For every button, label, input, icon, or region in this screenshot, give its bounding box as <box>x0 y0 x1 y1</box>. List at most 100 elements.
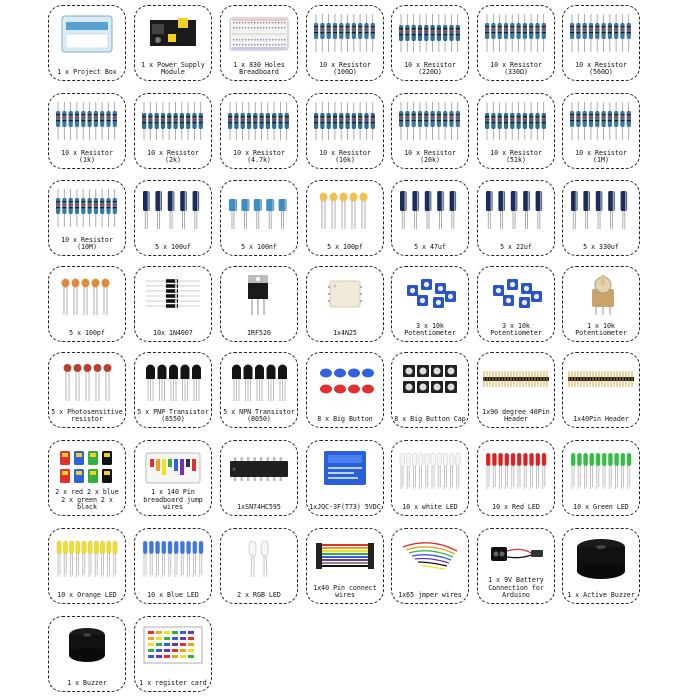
resistor-a-icon <box>481 10 551 56</box>
component-label: 10 x Resistor (220Ω) <box>404 60 456 77</box>
transistor-icon <box>138 357 208 403</box>
component-label: 10 x Resistor (1M) <box>575 148 627 165</box>
component-label: 1x40 Pin connect wires <box>313 583 377 600</box>
transistor-icon <box>224 357 294 403</box>
component-card: 1 x register card <box>134 616 212 692</box>
resistor-a-icon <box>310 10 380 56</box>
component-label: 10 x Resistor (10M) <box>61 235 113 252</box>
component-card: 8 x Big Button Cap <box>391 352 469 428</box>
component-label: 1xJQC-3F(T73) 5VDC <box>309 503 381 512</box>
component-label: 5 x 330uf <box>583 243 619 252</box>
component-label: 5 x 100pf <box>69 329 105 338</box>
component-card: 1 x 10k Potentiometer <box>562 266 640 342</box>
component-card: 1x4N25 <box>306 266 384 342</box>
resistor-b-icon <box>138 98 208 144</box>
component-card: 1 x Power Supply Module <box>134 5 212 81</box>
component-card: 5 x 47uf <box>391 180 469 256</box>
electrolytic-icon <box>138 185 208 231</box>
electrolytic-icon <box>481 185 551 231</box>
component-label: 10 x Resistor (4.7k) <box>233 148 285 165</box>
component-card: 8 x Big Button <box>306 352 384 428</box>
resistor-b-icon <box>310 98 380 144</box>
component-card: 3 x 10k Potentiometer <box>391 266 469 342</box>
component-card: 2 x red 2 x blue 2 x green 2 x black <box>48 440 126 516</box>
component-card: 10 x Resistor (10k) <box>306 93 384 169</box>
resistor-b-icon <box>481 98 551 144</box>
component-card: 10 x Blue LED <box>134 528 212 604</box>
ceramic-yellow-icon <box>310 185 380 231</box>
register-card-icon <box>138 621 208 667</box>
pin-header-icon <box>566 357 636 403</box>
component-label: 10 x Blue LED <box>147 591 199 600</box>
component-label: 1 x 10k Potentiometer <box>575 321 627 338</box>
component-label: 5 x NPN Transistor (8050) <box>223 407 295 424</box>
buzzer-icon <box>52 621 122 667</box>
component-label: 5 x 47uf <box>414 243 446 252</box>
resistor-a-icon <box>395 98 465 144</box>
electrolytic-icon <box>395 185 465 231</box>
component-label: 1 x register card <box>139 679 207 688</box>
component-card: 1xSN74HC595 <box>220 440 298 516</box>
component-label: 5 x 100nf <box>241 243 277 252</box>
component-card: 10 x Resistor (4.7k) <box>220 93 298 169</box>
component-card: 1x40Pin Header <box>562 352 640 428</box>
component-card: 5 x 100uf <box>134 180 212 256</box>
component-label: 1 x Active Buzzer <box>567 591 635 600</box>
component-label: 10x 1N4007 <box>153 329 193 338</box>
component-label: 5 x PNP Transistor (8550) <box>137 407 209 424</box>
component-label: 1 x Project Box <box>57 68 117 77</box>
component-card: 10 x Resistor (2k) <box>134 93 212 169</box>
diode-icon <box>138 271 208 317</box>
component-card: 2 x RGB LED <box>220 528 298 604</box>
component-label: 10 x Resistor (100Ω) <box>319 60 371 77</box>
component-card: IRF520 <box>220 266 298 342</box>
component-card: 10 x Resistor (560Ω) <box>562 5 640 81</box>
component-label: 5 x 22uf <box>500 243 532 252</box>
resistor-a-icon <box>52 185 122 231</box>
component-label: 10 x Resistor (2k) <box>147 148 199 165</box>
component-card: 10 x Resistor (1k) <box>48 93 126 169</box>
component-label: 8 x Big Button Cap <box>394 415 466 424</box>
jump-wire-kit-icon <box>138 445 208 491</box>
ldr-icon <box>52 357 122 403</box>
led-green-icon <box>566 445 636 491</box>
component-card: 3 x 10k Potentiometer <box>477 266 555 342</box>
optocoupler-icon <box>310 271 380 317</box>
component-card: 1 x 9V Battery Connection for Arduino <box>477 528 555 604</box>
resistor-b-icon <box>224 98 294 144</box>
component-label: 10 x Orange LED <box>57 591 117 600</box>
led-blue-icon <box>138 533 208 579</box>
battery-clip-icon <box>481 533 551 579</box>
component-label: 1x4N25 <box>333 329 357 338</box>
component-label: 10 x Resistor (10k) <box>319 148 371 165</box>
button-caps-icon <box>310 357 380 403</box>
component-label: 1 x Power Supply Module <box>141 60 205 77</box>
component-card: 10 x Orange LED <box>48 528 126 604</box>
trimpot-blue-icon <box>395 271 465 317</box>
tact-switch-icon <box>395 357 465 403</box>
component-card: 5 x 330uf <box>562 180 640 256</box>
component-label: 10 x Red LED <box>492 503 540 512</box>
mosfet-icon <box>224 271 294 317</box>
jumper-caps-icon <box>52 445 122 491</box>
component-card: 10 x Resistor (100Ω) <box>306 5 384 81</box>
component-label: 3 x 10k Potentiometer <box>490 321 542 338</box>
resistor-a-icon <box>566 10 636 56</box>
component-label: 1x90 degree 40Pin Header <box>482 407 550 424</box>
component-card: 1 x 830 Holes Breadboard <box>220 5 298 81</box>
component-card: 5 x 22uf <box>477 180 555 256</box>
component-card: 10 x Green LED <box>562 440 640 516</box>
psu-icon <box>138 10 208 56</box>
led-white-icon <box>395 445 465 491</box>
resistor-a-icon <box>566 98 636 144</box>
component-label: 5 x Photosensitive resistor <box>51 407 123 424</box>
component-label: 10 x Resistor (1k) <box>61 148 113 165</box>
component-card: 10 x white LED <box>391 440 469 516</box>
led-rgb-icon <box>224 533 294 579</box>
component-card: 5 x 100pf <box>306 180 384 256</box>
component-label: 1 x 140 Pin breadboard jump wires <box>143 488 203 512</box>
component-label: 10 x Green LED <box>573 503 629 512</box>
component-label: 1 x 830 Holes Breadboard <box>233 60 285 77</box>
relay-icon <box>310 445 380 491</box>
